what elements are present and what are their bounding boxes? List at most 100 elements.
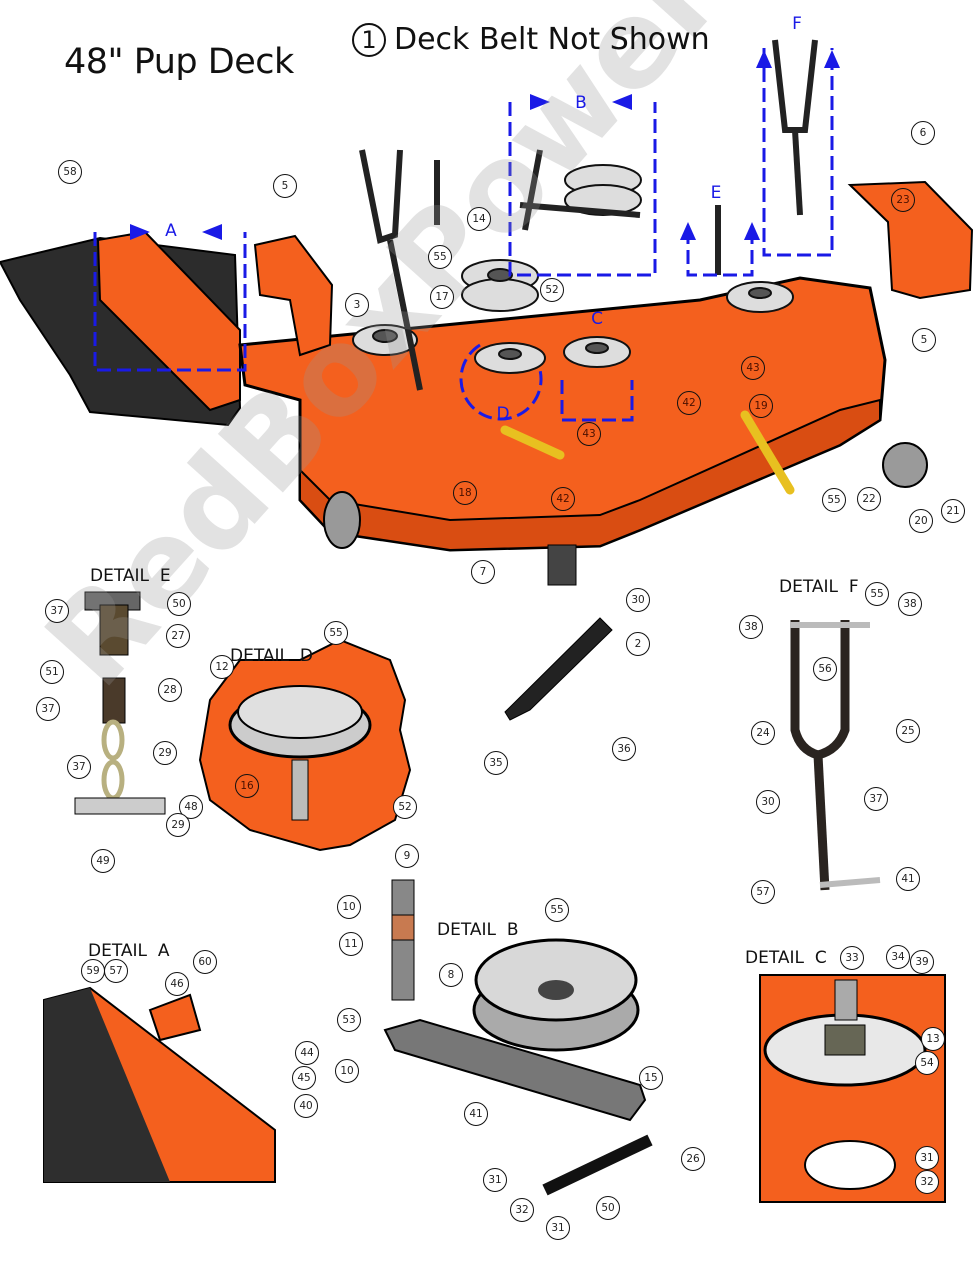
callout-detail-a: 60 — [193, 950, 217, 974]
callout-detail-c: 13 — [921, 1027, 945, 1051]
callout-detail-f: 57 — [751, 880, 775, 904]
callout-detail-f: 37 — [864, 787, 888, 811]
callout-detail-e: 37 — [67, 755, 91, 779]
callout-detail-b: 26 — [681, 1147, 705, 1171]
callout-detail-e: 48 — [179, 795, 203, 819]
belt-guard-right — [847, 180, 974, 300]
callout-detail-c: 34 — [886, 945, 910, 969]
belt-guard-left — [253, 234, 334, 357]
callout-detail-b: 50 — [596, 1196, 620, 1220]
callout-detail-a: 59 — [81, 959, 105, 983]
callout-main: 20 — [909, 509, 933, 533]
callout-main: 22 — [857, 487, 881, 511]
detail-b-title: DETAIL B — [437, 920, 519, 940]
callout-detail-e: 49 — [91, 849, 115, 873]
callout-detail-b: 53 — [337, 1008, 361, 1032]
callout-main: 5 — [912, 328, 936, 352]
callout-detail-f: 38 — [739, 615, 763, 639]
callout-detail-e: 29 — [166, 813, 190, 837]
callout-detail-c: 39 — [910, 950, 934, 974]
callout-detail-e: 50 — [167, 592, 191, 616]
callout-detail-b: 41 — [464, 1102, 488, 1126]
callout-detail-f: 25 — [896, 719, 920, 743]
callout-detail-a: 45 — [292, 1066, 316, 1090]
callout-main: 35 — [484, 751, 508, 775]
callout-detail-e: 27 — [166, 624, 190, 648]
gauge-wheel — [882, 442, 928, 488]
callout-main: 58 — [58, 160, 82, 184]
detail-b-art — [383, 879, 653, 1196]
callout-detail-b: 55 — [545, 898, 569, 922]
section-marker-d: D — [496, 404, 510, 424]
detail-d-title: DETAIL D — [230, 646, 313, 666]
callout-detail-b: 8 — [439, 963, 463, 987]
callout-main: 17 — [430, 285, 454, 309]
note: 1 Deck Belt Not Shown — [352, 22, 710, 57]
callout-detail-e: 29 — [153, 741, 177, 765]
lift-links — [359, 39, 818, 391]
callout-detail-a: 40 — [294, 1094, 318, 1118]
callout-main: 42 — [677, 391, 701, 415]
callout-detail-b: 31 — [483, 1168, 507, 1192]
callout-main: 55 — [428, 245, 452, 269]
detail-arrows — [130, 50, 840, 240]
callout-detail-a: 44 — [295, 1041, 319, 1065]
detail-a-art — [43, 986, 276, 1183]
callout-detail-c: 31 — [915, 1146, 939, 1170]
detail-c-title: DETAIL C — [745, 948, 827, 968]
callout-detail-e: 37 — [45, 599, 69, 623]
callout-main: 2 — [626, 632, 650, 656]
callout-detail-e: 51 — [40, 660, 64, 684]
section-marker-a: A — [165, 221, 177, 241]
callout-main: 23 — [891, 188, 915, 212]
callout-detail-d: 16 — [235, 774, 259, 798]
detail-a-title: DETAIL A — [88, 941, 170, 961]
callout-detail-c: 32 — [915, 1170, 939, 1194]
callout-detail-b: 9 — [395, 844, 419, 868]
callout-main: 7 — [471, 560, 495, 584]
callout-main: 43 — [577, 422, 601, 446]
detail-f-title: DETAIL F — [779, 577, 859, 597]
page-title: 48" Pup Deck — [64, 42, 294, 82]
callout-detail-f: 55 — [865, 582, 889, 606]
section-marker-f: F — [792, 14, 802, 34]
section-marker-c: C — [591, 309, 603, 329]
callout-main: 55 — [822, 488, 846, 512]
blade — [504, 617, 613, 721]
callout-main: 6 — [911, 121, 935, 145]
callout-detail-b: 11 — [339, 932, 363, 956]
callout-detail-a: 57 — [104, 959, 128, 983]
callout-main: 5 — [273, 174, 297, 198]
detail-markers — [93, 48, 834, 422]
section-marker-b: B — [575, 93, 587, 113]
callout-detail-e: 28 — [158, 678, 182, 702]
pulleys — [352, 164, 794, 374]
callout-main: 14 — [467, 207, 491, 231]
detail-e-title: DETAIL E — [90, 566, 171, 586]
callout-detail-a: 46 — [165, 972, 189, 996]
callout-detail-c: 33 — [840, 946, 864, 970]
callout-detail-f: 30 — [756, 790, 780, 814]
callout-detail-d: 55 — [324, 621, 348, 645]
detail-e-art — [74, 591, 166, 815]
spindle — [547, 544, 577, 586]
callout-main: 18 — [453, 481, 477, 505]
callout-main: 19 — [749, 394, 773, 418]
callout-detail-f: 24 — [751, 721, 775, 745]
note-number: 1 — [352, 22, 386, 57]
callout-detail-b: 10 — [335, 1059, 359, 1083]
callout-detail-f: 41 — [896, 867, 920, 891]
callout-main: 21 — [941, 499, 965, 523]
callout-detail-e: 37 — [36, 697, 60, 721]
callout-detail-b: 32 — [510, 1198, 534, 1222]
callout-detail-d: 52 — [393, 795, 417, 819]
note-text: Deck Belt Not Shown — [394, 22, 710, 57]
callout-main: 43 — [741, 356, 765, 380]
callout-main: 42 — [551, 487, 575, 511]
callout-detail-f: 38 — [898, 592, 922, 616]
callout-detail-b: 15 — [639, 1066, 663, 1090]
callout-detail-d: 12 — [210, 655, 234, 679]
callout-detail-b: 31 — [546, 1216, 570, 1240]
